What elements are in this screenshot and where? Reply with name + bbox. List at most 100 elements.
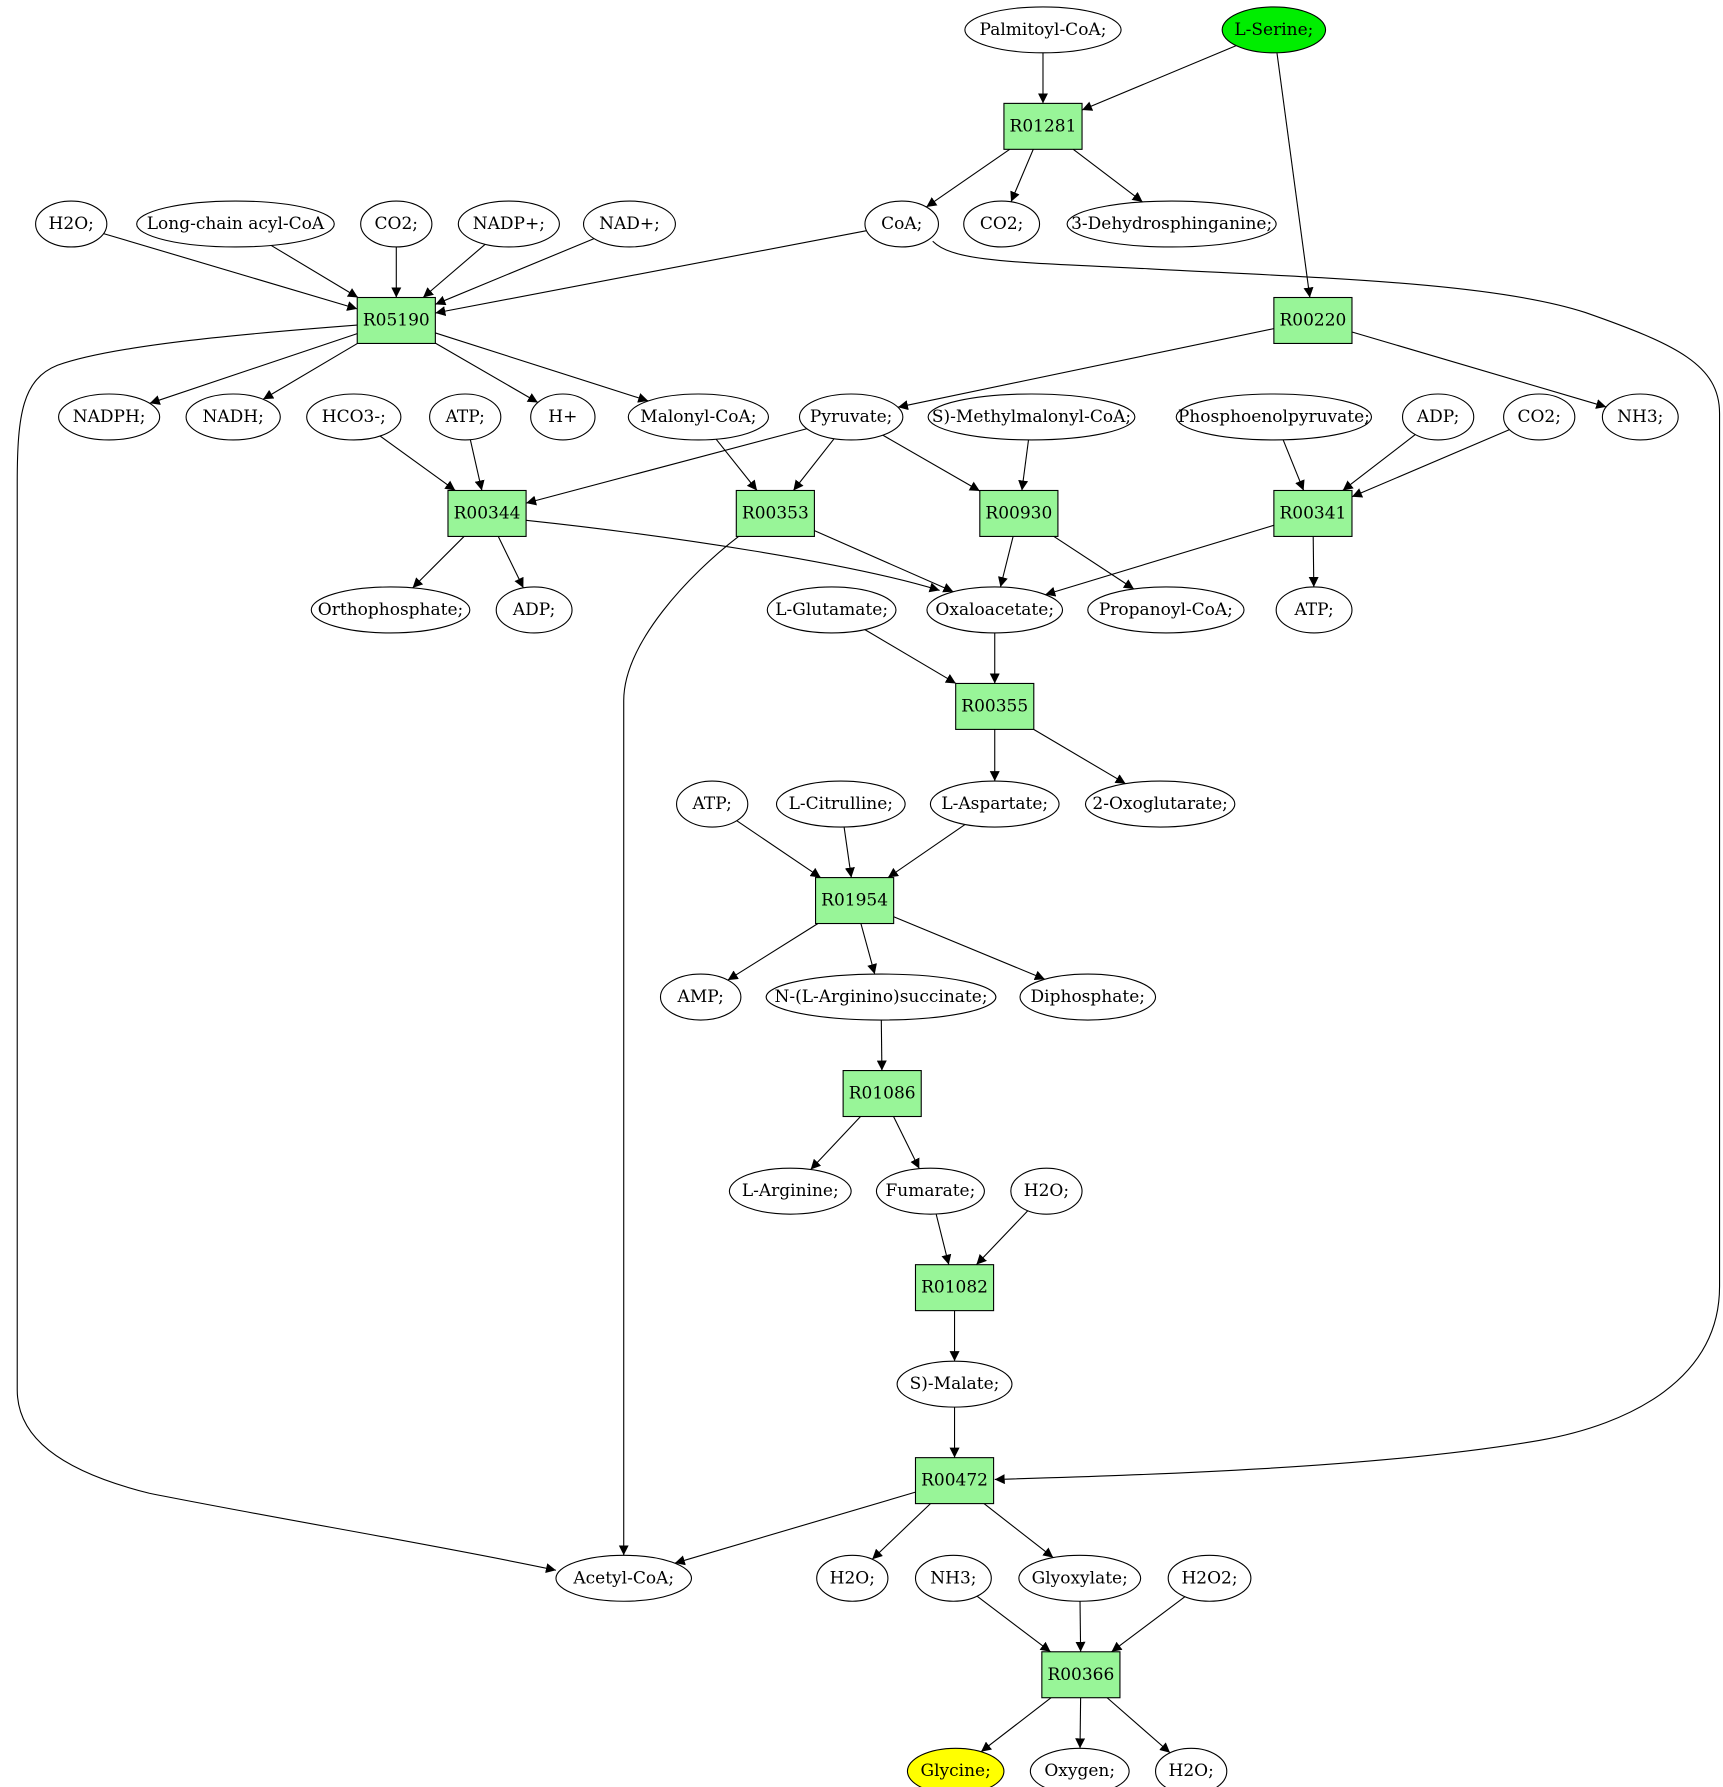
node-label: NH3; [930,1568,976,1588]
edge-r_R01281-to-m_3_dehydrosphinganine [1073,149,1142,202]
metabolite-ellipse [495,586,573,634]
edge-r_R01086-to-m_fumarate [894,1117,920,1169]
metabolite-node-m_co2_3: CO2; [1503,393,1576,441]
node-label: Pyruvate; [810,407,892,427]
node-label: H2O2; [1181,1568,1237,1588]
metabolite-node-m_amp: AMP; [659,973,742,1021]
node-label: ATP; [445,407,485,427]
reaction-box [356,296,436,345]
reaction-node-r_R00344: R00344 [447,489,527,537]
metabolite-ellipse [1503,393,1576,441]
metabolite-ellipse [1066,200,1277,248]
edge-m_nh3_2-to-r_R00366 [977,1596,1050,1652]
edge-r_R05190-to-m_nadh [263,343,357,399]
edge-m_adp_1-to-r_R00341 [1343,435,1416,491]
reaction-box [842,1070,922,1118]
edge-m_n_l_argininosuccinate-to-r_R01086 [876,1020,887,1071]
edge-m_coa-to-r_R05190 [435,231,866,317]
metabolite-node-m_s_methylmalonyl_coa: S)-Methylmalonyl-CoA; [927,393,1136,441]
metabolite-node-m_3_dehydrosphinganine: 3-Dehydrosphinganine; [1066,200,1277,248]
metabolite-ellipse [964,6,1122,54]
metabolite-ellipse [728,1167,852,1215]
edge-m_pyruvate-to-r_R00353 [793,439,834,491]
metabolite-ellipse [306,393,402,441]
edge-r_R00355-to-m_2_oxoglutarate [1034,729,1126,783]
metabolite-ellipse [765,973,997,1021]
edge-r_R00353-to-m_acetyl_coa [618,536,739,1556]
metabolite-node-m_oxaloacetate: Oxaloacetate; [926,586,1064,634]
metabolite-node-m_nadh: NADH; [185,393,281,441]
metabolite-ellipse [864,200,940,248]
metabolite-ellipse [627,393,770,441]
reaction-node-r_R00341: R00341 [1273,489,1353,537]
edge-m_pyruvate-to-r_R00344 [526,429,807,506]
node-label: 3-Dehydrosphinganine; [1071,214,1272,234]
reaction-box [914,1457,995,1505]
metabolite-ellipse [1221,6,1327,54]
edge-m_glyoxylate-to-r_R00366 [1075,1601,1086,1652]
metabolite-node-m_nh3_2: NH3; [914,1554,992,1602]
node-label: R01086 [849,1084,916,1104]
metabolite-node-m_nh3_1: NH3; [1601,393,1679,441]
edge-r_R00366-to-m_oxygen [1075,1698,1086,1749]
node-label: NADP+; [473,214,545,234]
metabolite-ellipse [1010,1167,1083,1215]
edge-r_R00472-to-m_acetyl_coa [675,1492,916,1566]
metabolite-ellipse [875,1167,985,1215]
edge-m_h2o2-to-r_R00366 [1112,1597,1185,1652]
node-label: H+ [548,407,577,427]
reaction-box [1273,489,1353,537]
edge-r_R00344-to-m_adp_2 [498,536,523,587]
metabolite-node-m_l_serine: L-Serine; [1221,6,1327,54]
node-label: Oxaloacetate; [935,600,1054,620]
node-label: L-Citrulline; [789,794,893,814]
node-label: NADPH; [73,407,146,427]
node-label: N-(L-Arginino)succinate; [774,987,987,1007]
reaction-node-r_R01281: R01281 [1003,102,1083,150]
metabolite-ellipse [58,393,161,441]
metabolite-ellipse [676,780,749,828]
node-label: CO2; [1517,407,1561,427]
edge-r_R00341-to-m_oxaloacetate [1045,525,1274,597]
node-label: R01281 [1010,116,1077,136]
node-label: R00355 [961,696,1028,716]
edge-m_malonyl_coa-to-r_R00353 [716,439,757,490]
edge-m_nad_plus-to-r_R05190 [435,239,594,306]
metabolite-ellipse [1275,586,1353,634]
metabolite-ellipse [766,586,897,634]
edge-m_fumarate-to-r_R01082 [936,1214,952,1265]
node-label: R00344 [454,503,521,523]
reaction-box [735,489,815,537]
node-label: CO2; [980,214,1024,234]
node-label: R00366 [1047,1665,1114,1685]
edge-r_R01954-to-m_diphosphate [894,917,1045,981]
metabolite-ellipse [659,973,742,1021]
metabolite-node-m_acetyl_coa: Acetyl-CoA; [555,1554,693,1602]
edge-r_R00366-to-m_h2o_4 [1107,1698,1170,1753]
node-label: Malonyl-CoA; [640,407,756,427]
metabolite-node-m_h2o_1: H2O; [35,200,108,248]
edge-r_R00220-to-m_nh3_1 [1352,332,1606,409]
node-label: NH3; [1617,407,1663,427]
metabolite-node-m_orthophosphate: Orthophosphate; [310,586,471,634]
node-label: Diphosphate; [1031,987,1145,1007]
metabolite-ellipse [136,200,335,248]
reaction-node-r_R01086: R01086 [842,1070,922,1118]
metabolite-node-m_n_l_argininosuccinate: N-(L-Arginino)succinate; [765,973,997,1021]
node-label: L-Glutamate; [775,600,888,620]
node-label: CO2; [375,214,419,234]
metabolite-node-m_co2_1: CO2; [360,200,433,248]
node-label: Palmitoyl-CoA; [980,20,1107,40]
node-label: H2O; [830,1568,875,1588]
metabolite-node-m_l_glutamate: L-Glutamate; [766,586,897,634]
metabolite-ellipse [360,200,433,248]
node-label: S)-Methylmalonyl-CoA; [932,407,1131,427]
edge-m_long_chain_acyl_coa-to-r_R05190 [271,245,358,297]
reaction-node-r_R00472: R00472 [914,1457,995,1505]
node-label: H2O; [49,214,94,234]
metabolite-node-m_fumarate: Fumarate; [875,1167,985,1215]
metabolite-node-m_l_citrulline: L-Citrulline; [775,780,906,828]
metabolite-ellipse [555,1554,693,1602]
metabolite-ellipse [1018,1554,1142,1602]
edge-m_h2o_1-to-r_R05190 [104,234,358,311]
